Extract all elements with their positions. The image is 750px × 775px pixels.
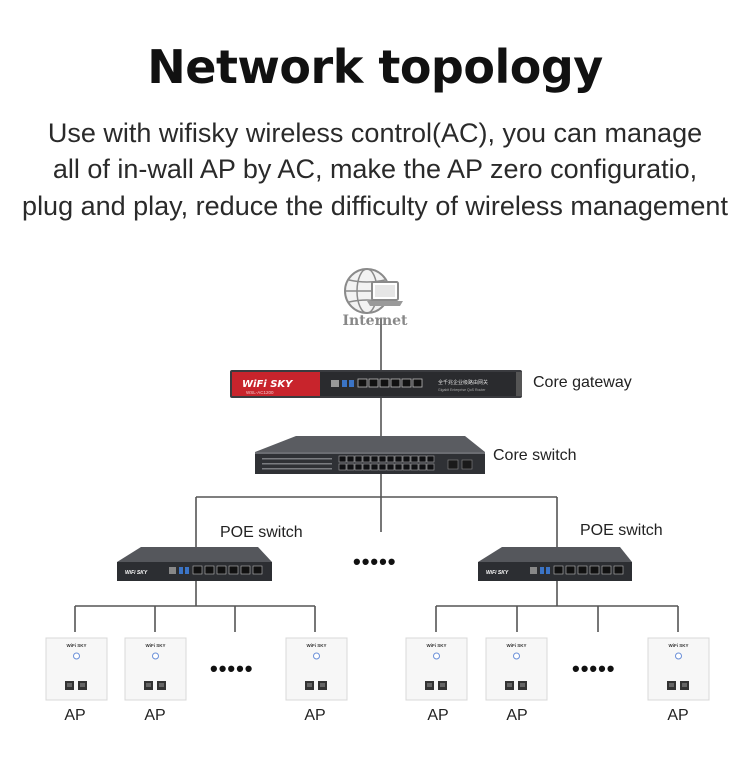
- ap-brand: WiFi SKY: [146, 643, 166, 648]
- ap-label-6: AP: [667, 707, 689, 724]
- ap-brand: WiFi SKY: [669, 643, 689, 648]
- ellipsis-right: •••••: [572, 656, 616, 681]
- ap-brand: WiFi SKY: [507, 643, 527, 648]
- internet-label: Internet: [342, 313, 408, 329]
- poe-left-brand: WiFi SKY: [125, 570, 148, 576]
- page-title: Network topology: [147, 40, 603, 94]
- ap-label-1: AP: [64, 707, 86, 724]
- ellipsis-middle: •••••: [353, 549, 397, 574]
- gateway-model: WSL-AC1200: [246, 390, 274, 395]
- ap-panel: WiFi SKY: [405, 637, 468, 701]
- ap-brand: WiFi SKY: [307, 643, 327, 648]
- description-line-1: Use with wifisky wireless control(AC), y…: [47, 118, 703, 148]
- core-switch-label: Core switch: [493, 447, 577, 464]
- gateway-brand: WiFi SKY: [242, 379, 294, 390]
- ap-panels: WiFi SKY WiFi SKY WiFi SKY WiFi SKY WiFi SKY…: [45, 637, 710, 701]
- ap-label-5: AP: [506, 707, 528, 724]
- connection-lines: [74, 318, 679, 632]
- poe-switch-left-device: WiFi SKY: [117, 547, 272, 581]
- gateway-subcaption: Gigabit Enterprise QoS Router: [438, 388, 486, 392]
- poe-right-brand: WiFi SKY: [486, 570, 509, 576]
- ellipsis-left: •••••: [210, 656, 254, 681]
- ap-label-4: AP: [427, 707, 449, 724]
- ap-panel: WiFi SKY: [485, 637, 548, 701]
- core-gateway-label: Core gateway: [533, 374, 632, 391]
- poe-switch-left-label: POE switch: [220, 524, 303, 541]
- ap-panel: WiFi SKY: [45, 637, 108, 701]
- ap-brand: WiFi SKY: [67, 643, 87, 648]
- description-line-3: plug and play, reduce the difficulty of …: [22, 191, 728, 221]
- ap-label-2: AP: [144, 707, 166, 724]
- ap-panel: WiFi SKY: [124, 637, 187, 701]
- gateway-caption: 全千兆企业级路由网关: [438, 379, 488, 386]
- ap-panel: WiFi SKY: [285, 637, 348, 701]
- poe-switch-right-device: WiFi SKY: [478, 547, 632, 581]
- ap-label-3: AP: [304, 707, 326, 724]
- ap-brand: WiFi SKY: [427, 643, 447, 648]
- core-switch-device: [255, 436, 485, 474]
- ap-panel: WiFi SKY: [647, 637, 710, 701]
- description-line-2: all of in-wall AP by AC, make the AP zer…: [52, 154, 698, 184]
- poe-switch-right-label: POE switch: [580, 522, 663, 539]
- core-gateway-device: WiFi SKY WSL-AC1200 全千兆企业级路由网关 Gigabit E…: [230, 370, 522, 398]
- laptop-icon: [367, 281, 403, 306]
